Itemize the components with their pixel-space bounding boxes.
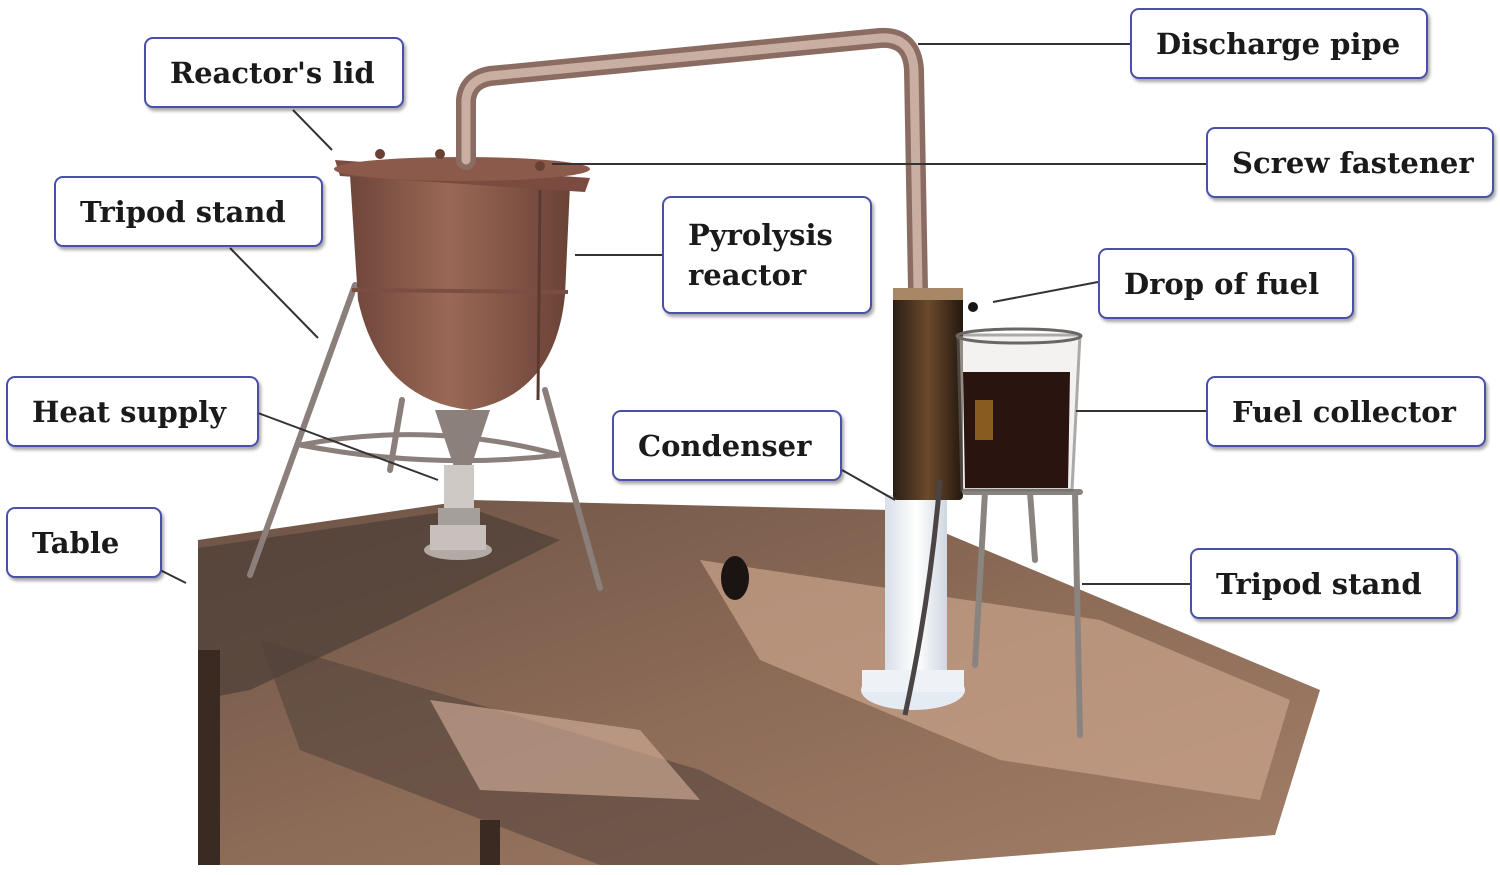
- label-drop-of-fuel: Drop of fuel: [1098, 248, 1354, 319]
- label-screw-fastener: Screw fastener: [1206, 127, 1494, 198]
- label-tripod-stand-right: Tripod stand: [1190, 548, 1458, 619]
- fuel-collector: [955, 327, 1083, 492]
- label-fuel-collector: Fuel collector: [1206, 376, 1486, 447]
- label-heat-supply: Heat supply: [6, 376, 259, 447]
- leader-lines: [159, 43, 1206, 585]
- discharge-pipe: [456, 27, 928, 300]
- pyrolysis-reactor: [334, 149, 590, 410]
- label-condenser: Condenser: [612, 410, 842, 481]
- label-discharge-pipe: Discharge pipe: [1130, 8, 1428, 79]
- burner: [424, 410, 492, 560]
- label-pyrolysis-reactor: Pyrolysis reactor: [662, 196, 872, 314]
- right-tripod-stand: [962, 489, 1083, 738]
- condenser: [861, 288, 978, 716]
- table: [198, 500, 1320, 865]
- label-tripod-stand-left: Tripod stand: [54, 176, 323, 247]
- label-reactor-lid: Reactor's lid: [144, 37, 404, 108]
- label-table: Table: [6, 507, 162, 578]
